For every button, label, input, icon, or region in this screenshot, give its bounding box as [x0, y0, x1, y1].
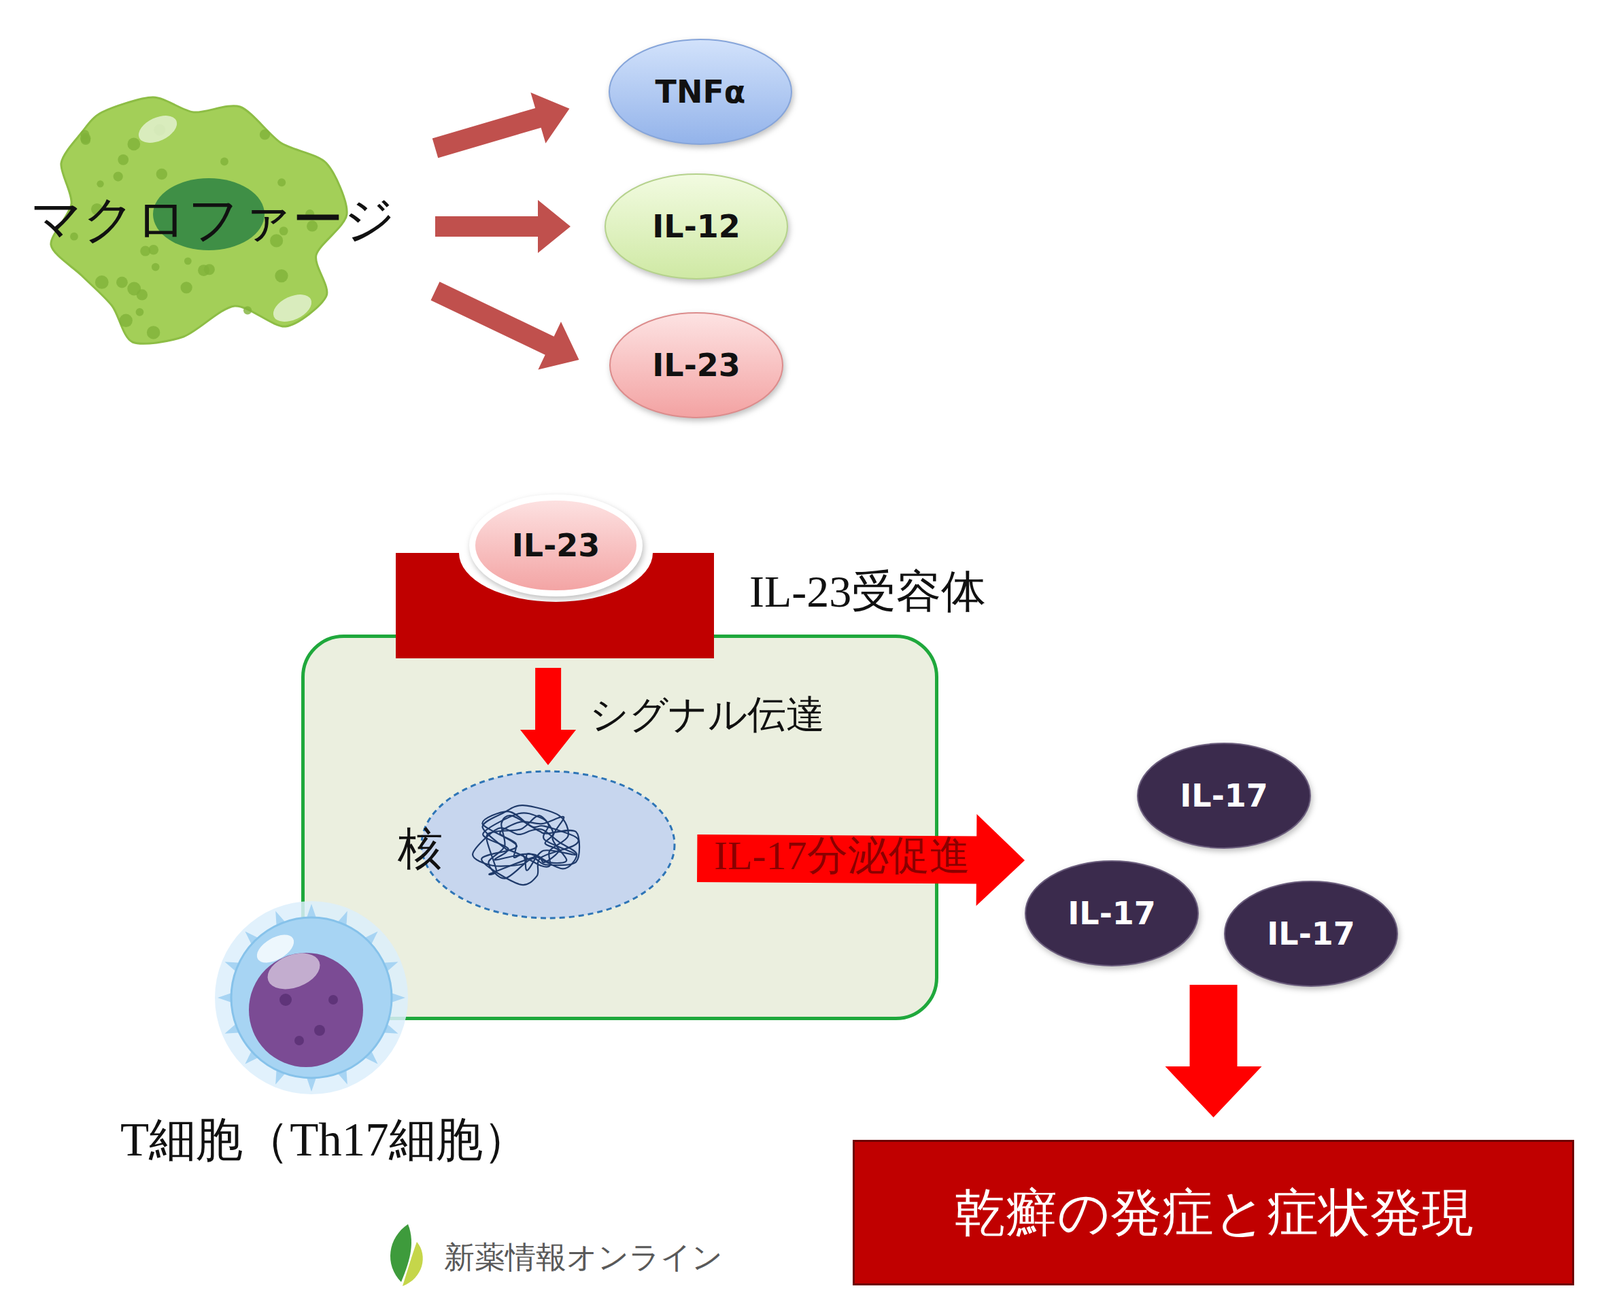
node-text: 核 — [397, 826, 443, 872]
cytoplasm-dot — [180, 281, 193, 294]
chromatin-line — [481, 811, 579, 885]
cytokine-ellipse: IL-12 — [604, 173, 789, 280]
cytoplasm-dot — [117, 154, 129, 166]
cytoplasm-dot — [116, 276, 128, 289]
ellipse-outline — [1025, 860, 1199, 966]
cytoplasm-dot — [80, 129, 90, 139]
cytoplasm-dot — [148, 244, 159, 255]
il17-ellipse: IL-17 — [1024, 860, 1199, 967]
box-outline — [854, 1141, 1574, 1285]
watermark-text: 新薬情報オンライン — [444, 1241, 723, 1273]
cell-spike — [244, 930, 262, 948]
node-text: 乾癬の発症と症状発現 — [954, 1186, 1474, 1239]
node-text: マクロファージ — [30, 193, 396, 245]
nucleus-ellipse: 核 — [420, 769, 676, 920]
il17-ellipse: IL-17 — [1223, 880, 1399, 987]
nucleus-spot — [279, 993, 292, 1006]
chromatin-line — [482, 805, 569, 867]
cytoplasm-dot — [277, 178, 286, 187]
ellipse-outline — [605, 174, 788, 279]
ellipse-outline — [472, 497, 640, 594]
cell-outline — [303, 636, 938, 1019]
nucleus-outline — [421, 771, 675, 918]
node-shape — [420, 769, 676, 920]
receptor-outline — [395, 552, 714, 659]
node-text: IL-17 — [1179, 779, 1269, 812]
cell-spike — [225, 961, 245, 974]
cytoplasm-dot — [197, 264, 210, 277]
ellipse-outline — [1137, 743, 1311, 848]
cytoplasm-dot — [135, 308, 145, 317]
block-arrow — [1165, 984, 1263, 1118]
t-cell-box: T細胞（Th17細胞）核 — [301, 634, 939, 1020]
cell-highlight — [252, 928, 299, 969]
outcome-box: 乾癬の発症と症状発現 — [852, 1139, 1575, 1286]
leaf-yellow — [402, 1241, 423, 1286]
cytoplasm-dot — [113, 171, 124, 181]
node-text: IL-23 — [512, 529, 601, 561]
highlight — [269, 288, 317, 328]
block-arrow — [432, 92, 570, 158]
leaf-green — [390, 1223, 412, 1282]
block-arrow — [435, 199, 571, 253]
cytoplasm-dot — [96, 180, 104, 187]
edge-label: シグナル伝達 — [589, 694, 825, 734]
nucleus-spot — [294, 1035, 304, 1046]
cytoplasm-dot — [136, 288, 148, 300]
cell-spike — [305, 1073, 318, 1092]
cytoplasm-dot — [243, 305, 252, 315]
cytoplasm-dot — [184, 257, 192, 265]
cell-spike — [217, 991, 236, 1004]
cell-spike — [225, 1020, 245, 1033]
node-text: T細胞（Th17細胞） — [120, 1116, 530, 1164]
chromatin-line — [482, 812, 576, 870]
ellipse-outline — [1224, 881, 1398, 986]
ellipse-outline — [609, 312, 783, 418]
cell-spike — [361, 1047, 379, 1065]
cytoplasm-dot — [156, 168, 168, 180]
ligand-ellipse: IL-23 — [469, 494, 643, 597]
cytoplasm-dot — [127, 138, 141, 151]
cytoplasm-dot — [119, 314, 133, 328]
cytoplasm-dot — [151, 263, 160, 272]
il17-ellipse: IL-17 — [1136, 742, 1312, 849]
node-text: IL-12 — [652, 210, 741, 243]
cell-spike — [275, 1065, 288, 1085]
block-arrow — [431, 281, 580, 370]
node-text: TNFα — [655, 76, 746, 108]
ellipse-outline — [609, 39, 792, 145]
cell-spike — [379, 1020, 399, 1033]
node-text: IL-17 — [1266, 917, 1356, 950]
cytoplasm-dot — [259, 129, 270, 140]
node-text: IL-23 — [652, 349, 741, 381]
cell-spike — [334, 1065, 347, 1085]
highlight — [134, 110, 182, 149]
macrophage-cell: マクロファージ — [30, 91, 436, 347]
node-text: IL-23受容体 — [749, 569, 986, 615]
cytoplasm-dot — [95, 275, 109, 289]
cytoplasm-dot — [220, 157, 229, 166]
nucleus-spot — [314, 1024, 326, 1036]
cytokine-ellipse: IL-23 — [609, 312, 784, 419]
cytoplasm-dot — [146, 325, 160, 339]
node-text: IL-17 — [1067, 897, 1156, 929]
cytokine-ellipse: TNFα — [608, 38, 793, 145]
cell-spike — [275, 911, 288, 931]
cytoplasm-dot — [274, 269, 288, 283]
logo-leaf — [390, 1223, 423, 1286]
cell-spike — [244, 1047, 262, 1065]
edge-label: IL-17分泌促進 — [713, 835, 971, 876]
